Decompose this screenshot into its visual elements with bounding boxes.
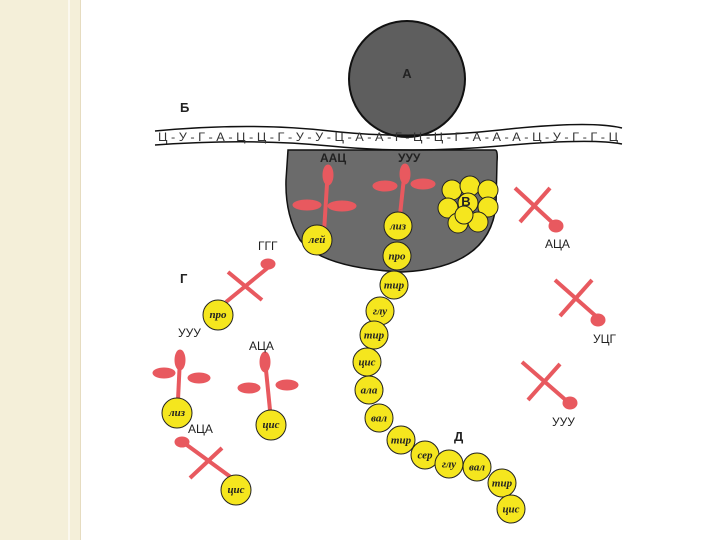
anticodon-uuu-left: УУУ xyxy=(178,326,201,340)
amino-cluster xyxy=(437,175,499,234)
anticodon-right-aca: АЦА xyxy=(545,237,570,251)
label-d: Д xyxy=(454,429,464,444)
chain-bead xyxy=(487,468,517,498)
trna-right-aca xyxy=(513,186,564,233)
anticodon-aca-bottom: АЦА xyxy=(188,422,213,436)
label-g: Г xyxy=(180,271,188,286)
chain-bead-label: вал xyxy=(371,413,387,425)
codon-label-1: ААЦ xyxy=(320,151,346,165)
chain-bead-label: про xyxy=(388,251,406,263)
chain-bead-label: тир xyxy=(391,435,412,447)
chain-bead-label: сер xyxy=(417,450,433,462)
aa-free-pro-label: про xyxy=(209,309,227,321)
aa-free-liz xyxy=(161,397,193,429)
mrna-line-top xyxy=(154,123,623,136)
aa-free-pro xyxy=(202,299,234,331)
trna-free-cis-bottom xyxy=(174,436,234,480)
chain-bead-label: тир xyxy=(492,478,513,490)
anticodon-ggg: ГГГ xyxy=(258,239,278,253)
label-v: В xyxy=(461,194,470,209)
chain-bead-label: цис xyxy=(358,357,375,369)
aa-free-cis-bottom-label: цис xyxy=(227,484,244,496)
trna-free-pro xyxy=(224,258,276,304)
anticodon-right-uuu: УУУ xyxy=(552,415,575,429)
label-a: А xyxy=(402,66,412,81)
small-subunit xyxy=(348,20,466,138)
aa-free-cis-mid-label: цис xyxy=(262,419,279,431)
chain-bead-label: глу xyxy=(373,306,387,318)
chain-bead xyxy=(364,403,394,433)
trna-site2 xyxy=(372,163,436,216)
chain-bead-label: тир xyxy=(364,330,385,342)
chain-bead xyxy=(359,320,389,350)
mrna-line-bottom xyxy=(154,140,623,151)
large-subunit xyxy=(285,149,498,273)
anticodon-right-ucg: УЦГ xyxy=(593,332,617,346)
chain-bead xyxy=(462,452,492,482)
aa-free-cis-mid xyxy=(255,409,287,441)
codon-label-2: УУУ xyxy=(398,151,421,165)
chain-bead-label: вал xyxy=(469,462,485,474)
trna-site1 xyxy=(292,164,357,233)
trna-right-uuu xyxy=(520,360,578,410)
label-b: Б xyxy=(180,100,189,115)
anticodon-aca-mid: АЦА xyxy=(249,339,274,353)
chain-bead-label: глу xyxy=(442,459,456,471)
chain-bead xyxy=(383,211,413,241)
chain-bead xyxy=(496,494,526,524)
trna-free-cis-mid xyxy=(237,351,299,411)
aa-site1-label: лей xyxy=(308,234,326,246)
chain-bead-label: тир xyxy=(384,280,405,292)
slide-sidebar xyxy=(0,0,81,540)
chain-bead xyxy=(386,425,416,455)
trna-right-ucg xyxy=(553,278,606,327)
aa-free-cis-bottom xyxy=(220,474,252,506)
aa-free-liz-label: лиз xyxy=(168,407,186,419)
sidebar-stripe xyxy=(68,0,70,540)
aa-site1 xyxy=(301,224,333,256)
chain-bead-label: цис xyxy=(502,504,519,516)
chain-bead-label: ала xyxy=(361,385,378,397)
chain-bead xyxy=(382,241,412,271)
chain-bead xyxy=(354,375,384,405)
mrna-sequence: Ц - У - Г - А - Ц - Ц - Г - У - У - Ц - … xyxy=(158,130,618,144)
trna-free-liz xyxy=(152,349,211,401)
chain-bead xyxy=(379,270,409,300)
chain-bead-label: лиз xyxy=(389,221,407,233)
